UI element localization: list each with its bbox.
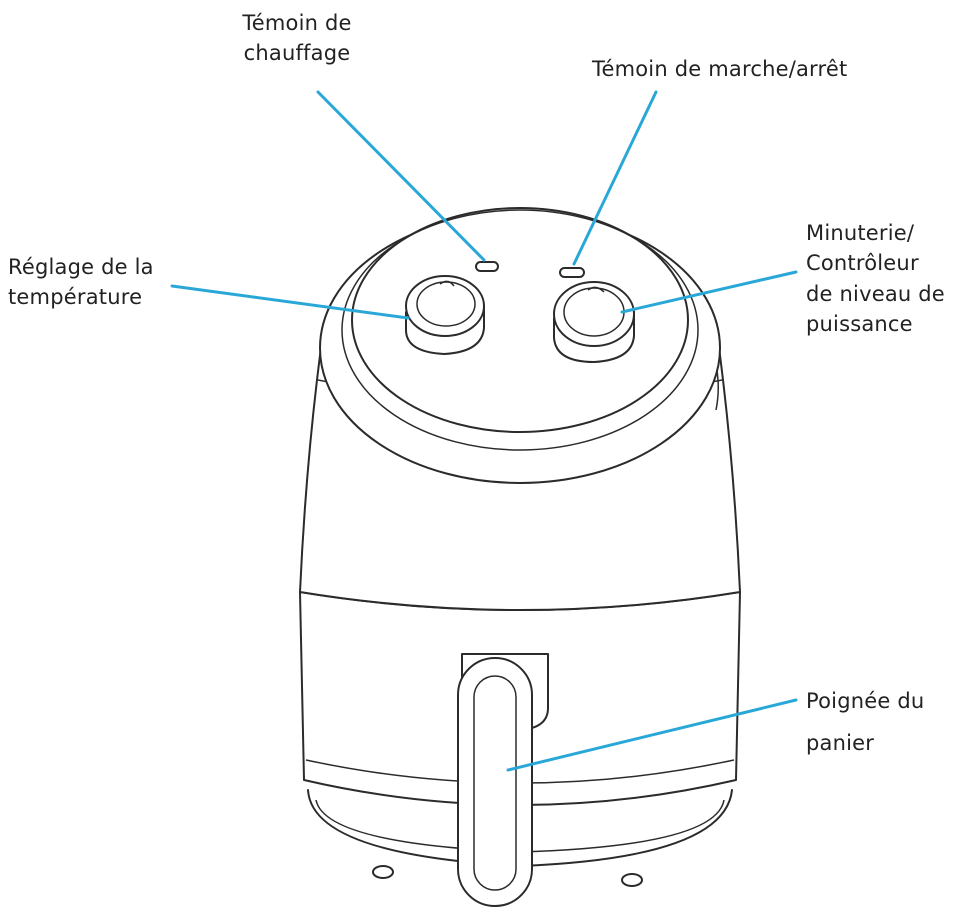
label-timer-line-4: puissance (806, 312, 913, 337)
heating-indicator-light (475, 261, 499, 272)
timer-knob (553, 281, 635, 363)
label-temperature-line-1: Réglage de la (8, 255, 154, 279)
label-heating-line-1: Témoin de (242, 11, 352, 35)
temperature-knob (405, 275, 485, 355)
leader-handle (506, 698, 798, 772)
lid-top-surface (351, 207, 689, 433)
lid-top-rim (341, 209, 699, 451)
label-handle-line-1: Poignée du (806, 689, 925, 713)
basket-handle (457, 657, 533, 907)
label-timer-line-3: de niveau de (806, 281, 945, 306)
leader-power (572, 90, 658, 266)
label-temperature-line-2: température (8, 285, 143, 310)
leader-temperature (170, 284, 410, 320)
label-power-indicator: Témoin de marche/arrêt (592, 54, 847, 84)
base-foot-left (372, 865, 394, 879)
leader-timer (620, 270, 798, 314)
label-timer-control: Minuterie/ Contrôleur de niveau de puiss… (806, 218, 945, 340)
label-heating-line-2: chauffage (243, 41, 351, 66)
label-power-line-1: Témoin de marche/arrêt (592, 57, 848, 81)
label-basket-handle: Poignée du panier (806, 680, 924, 764)
power-indicator-light (559, 267, 585, 278)
label-temperature-control: Réglage de la température (8, 252, 154, 313)
label-handle-line-2: panier (806, 731, 875, 755)
leader-heating (316, 90, 486, 262)
base-foot-right (621, 873, 643, 887)
label-heating-indicator: Témoin de chauffage (222, 8, 372, 69)
label-timer-line-1: Minuterie/ (806, 221, 915, 245)
label-timer-line-2: Contrôleur (806, 251, 919, 276)
